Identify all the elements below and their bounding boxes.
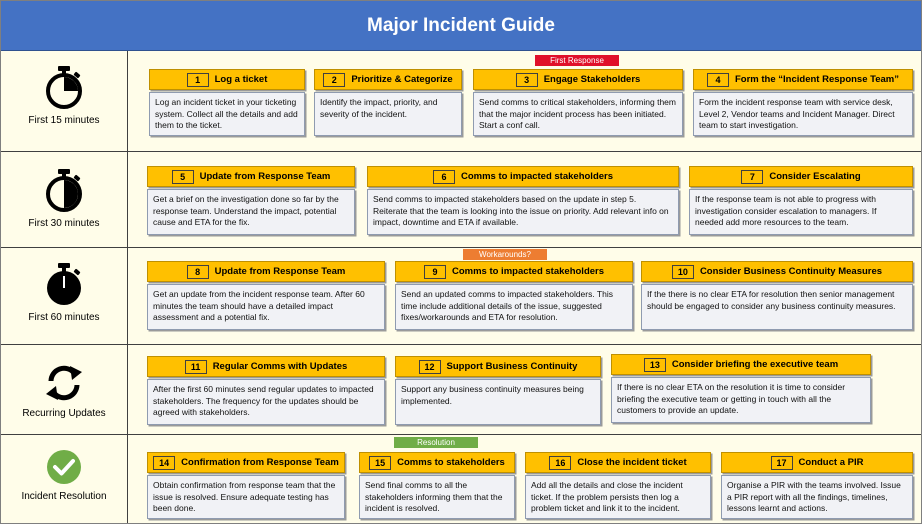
step-description: Send comms to critical stakeholders, inf… — [473, 92, 683, 136]
step-title: Support Business Continuity — [446, 361, 578, 372]
stage-first-15-minutes: First 15 minutes — [1, 65, 127, 126]
page-title: Major Incident Guide — [367, 14, 555, 36]
step-title: Update from Response Team — [199, 171, 331, 182]
step-header: 11 Regular Comms with Updates — [147, 356, 385, 377]
step-number: 14 — [153, 455, 176, 470]
check-circle-icon — [47, 450, 81, 484]
step-header: 16 Close the incident ticket — [525, 452, 711, 473]
step-number: 17 — [770, 455, 793, 470]
stopwatch-full-icon — [47, 263, 81, 305]
tag-first-response: First Response — [535, 55, 619, 66]
step-number: 4 — [707, 72, 729, 87]
step-title: Close the incident ticket — [577, 457, 687, 468]
step-title: Engage Stakeholders — [543, 74, 641, 85]
step-header: 17 Conduct a PIR — [721, 452, 913, 473]
step-title: Log a ticket — [214, 74, 268, 85]
step-number: 15 — [369, 455, 392, 470]
step-title: Conduct a PIR — [798, 457, 864, 468]
step-description: After the first 60 minutes send regular … — [147, 379, 385, 425]
step-header: 6 Comms to impacted stakeholders — [367, 166, 679, 187]
step-description: Add all the details and close the incide… — [525, 475, 711, 519]
step-title: Regular Comms with Updates — [212, 361, 348, 372]
step-header: 2 Prioritize & Categorize — [314, 69, 462, 90]
step-description: Organise a PIR with the teams involved. … — [721, 475, 913, 519]
step-title: Consider Business Continuity Measures — [699, 266, 883, 277]
step-description: Support any business continuity measures… — [395, 379, 601, 425]
row-divider — [1, 247, 921, 248]
step-header: 5 Update from Response Team — [147, 166, 355, 187]
stage-label: First 60 minutes — [28, 312, 100, 323]
step-header: 9 Comms to impacted stakeholders — [395, 261, 633, 282]
step-number: 9 — [423, 264, 446, 279]
step-description: If the there is no clear ETA for resolut… — [641, 284, 913, 330]
step-header: 4 Form the “Incident Response Team” — [693, 69, 913, 90]
stopwatch-half-icon — [46, 169, 82, 212]
step-header: 7 Consider Escalating — [689, 166, 913, 187]
step-header: 15 Comms to stakeholders — [359, 452, 515, 473]
step-description: Identify the impact, priority, and sever… — [314, 92, 462, 136]
step-description: Send final comms to all the stakeholders… — [359, 475, 515, 519]
step-description: Log an incident ticket in your ticketing… — [149, 92, 305, 136]
step-description: Form the incident response team with ser… — [693, 92, 913, 136]
step-number: 7 — [741, 169, 764, 184]
stopwatch-quarter-icon — [46, 66, 82, 109]
step-number: 10 — [671, 264, 694, 279]
stage-label: First 15 minutes — [28, 115, 100, 126]
step-description: If the response team is not able to prog… — [689, 189, 913, 235]
step-header: 3 Engage Stakeholders — [473, 69, 683, 90]
step-number: 5 — [171, 169, 194, 184]
step-number: 11 — [184, 359, 207, 374]
stage-first-60-minutes: First 60 minutes — [1, 262, 127, 323]
step-title: Prioritize & Categorize — [351, 74, 453, 85]
row-divider — [1, 434, 921, 435]
step-header: 1 Log a ticket — [149, 69, 305, 90]
stage-column-divider — [127, 51, 128, 523]
step-header: 10 Consider Business Continuity Measures — [641, 261, 913, 282]
step-description: Send an updated comms to impacted stakeh… — [395, 284, 633, 330]
step-description: Obtain confirmation from response team t… — [147, 475, 345, 519]
step-title: Update from Response Team — [214, 266, 346, 277]
step-number: 1 — [186, 72, 209, 87]
stage-first-30-minutes: First 30 minutes — [1, 168, 127, 229]
stage-label: Recurring Updates — [22, 408, 106, 419]
step-title: Consider Escalating — [769, 171, 861, 182]
step-number: 13 — [643, 357, 666, 372]
step-title: Comms to stakeholders — [397, 457, 505, 468]
step-number: 6 — [432, 169, 455, 184]
step-description: Send comms to impacted stakeholders base… — [367, 189, 679, 235]
step-description: Get an update from the incident response… — [147, 284, 385, 330]
step-title: Consider briefing the executive team — [671, 359, 839, 370]
step-header: 8 Update from Response Team — [147, 261, 385, 282]
step-description: If there is no clear ETA on the resoluti… — [611, 377, 871, 423]
step-number: 8 — [186, 264, 209, 279]
step-number: 2 — [323, 72, 346, 87]
title-bar: Major Incident Guide — [1, 1, 921, 51]
step-title: Confirmation from Response Team — [181, 457, 339, 468]
step-title: Comms to impacted stakeholders — [460, 171, 614, 182]
stage-label: First 30 minutes — [28, 218, 100, 229]
step-number: 3 — [515, 72, 538, 87]
tag-workarounds: Workarounds? — [463, 249, 547, 260]
stage-recurring-updates: Recurring Updates — [1, 364, 127, 419]
stage-label: Incident Resolution — [21, 491, 107, 502]
step-number: 16 — [549, 455, 572, 470]
stage-incident-resolution: Incident Resolution — [1, 449, 127, 502]
row-divider — [1, 344, 921, 345]
step-description: Get a brief on the investigation done so… — [147, 189, 355, 235]
row-divider — [1, 151, 921, 152]
step-title: Comms to impacted stakeholders — [451, 266, 605, 277]
refresh-cycle-icon — [46, 365, 82, 401]
tag-resolution: Resolution — [394, 437, 478, 448]
step-header: 12 Support Business Continuity — [395, 356, 601, 377]
step-number: 12 — [418, 359, 441, 374]
step-header: 14 Confirmation from Response Team — [147, 452, 345, 473]
step-title: Form the “Incident Response Team” — [735, 74, 899, 85]
step-header: 13 Consider briefing the executive team — [611, 354, 871, 375]
